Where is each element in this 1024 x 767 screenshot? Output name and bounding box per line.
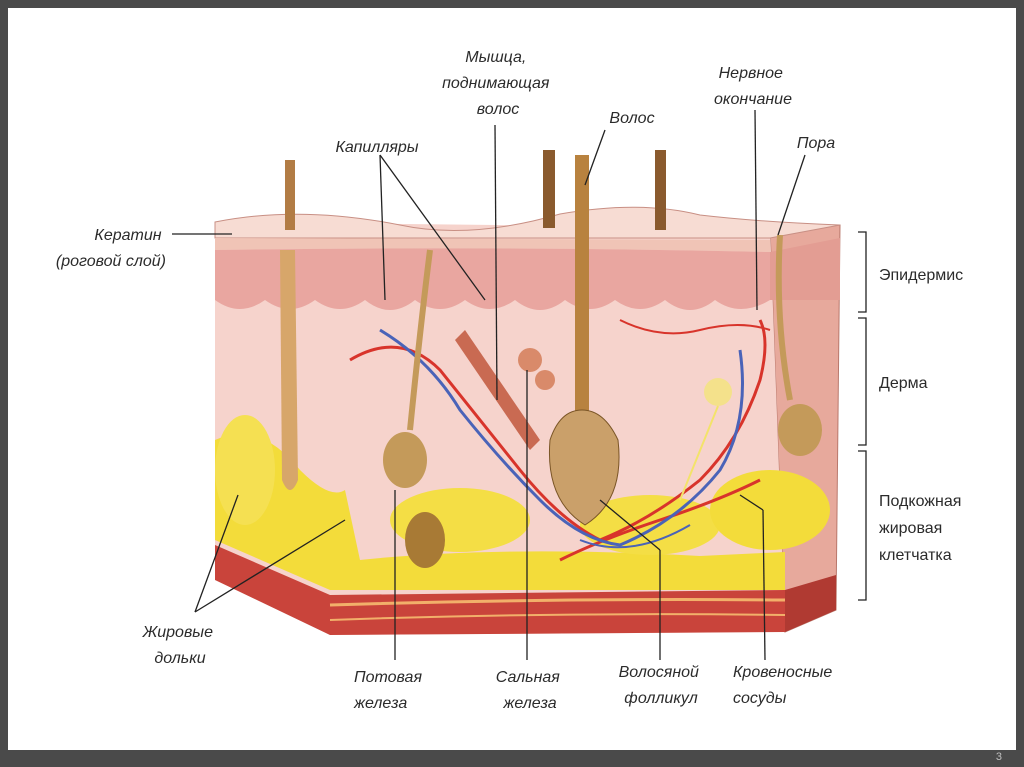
label-fat-lobules-line2: дольки xyxy=(154,650,205,667)
leader-lines xyxy=(172,109,806,661)
label-muscle-line2: поднимающая xyxy=(442,75,550,92)
label-sebaceous-gland: Сальная железа xyxy=(496,669,565,712)
label-muscle-line1: Мышца, xyxy=(465,49,526,66)
label-blood-vessels-line2: сосуды xyxy=(733,690,787,707)
label-pore: Пора xyxy=(797,135,835,152)
label-sweat-gland: Потовая железа xyxy=(353,669,426,712)
label-sebaceous-gland-line1: Сальная xyxy=(496,669,561,686)
label-sweat-gland-line1: Потовая xyxy=(354,669,422,686)
label-keratin-line2: (роговой слой) xyxy=(56,253,166,270)
page-number: 3 xyxy=(995,751,1002,763)
label-nerve-line1: Нервное xyxy=(719,65,783,82)
label-blood-vessels: Кровеносные сосуды xyxy=(733,664,837,707)
label-fat-lobules: Жировые дольки xyxy=(142,624,218,667)
label-dermis: Дерма xyxy=(879,375,928,392)
label-blood-vessels-line1: Кровеносные xyxy=(733,664,832,681)
label-hair-follicle: Волосяной фолликул xyxy=(619,664,704,707)
label-hair-follicle-line2: фолликул xyxy=(624,690,697,707)
skin-block-illustration xyxy=(214,150,841,635)
label-nerve: Нервное окончание xyxy=(714,65,792,108)
label-subcutaneous-line1: Подкожная xyxy=(879,493,961,510)
label-subcutaneous-line3: клетчатка xyxy=(879,547,952,564)
label-fat-lobules-line1: Жировые xyxy=(142,624,213,641)
label-hair: Волос xyxy=(609,110,654,127)
layer-brackets xyxy=(858,231,867,601)
label-muscle-line3: волос xyxy=(477,101,519,118)
label-sebaceous-gland-line2: железа xyxy=(502,695,556,712)
label-subcutaneous: Подкожная жировая клетчатка xyxy=(879,493,966,564)
label-epidermis: Эпидермис xyxy=(879,267,963,284)
label-nerve-line2: окончание xyxy=(714,91,792,108)
labels: Мышца, поднимающая волос Нервное окончан… xyxy=(56,49,966,712)
label-subcutaneous-line2: жировая xyxy=(879,520,942,537)
label-keratin-line1: Кератин xyxy=(94,227,161,244)
label-capillaries: Капилляры xyxy=(335,139,418,156)
label-hair-follicle-line1: Волосяной xyxy=(619,664,699,681)
label-sweat-gland-line2: железа xyxy=(353,695,407,712)
label-muscle: Мышца, поднимающая волос xyxy=(442,49,554,118)
label-keratin: Кератин (роговой слой) xyxy=(56,227,166,270)
